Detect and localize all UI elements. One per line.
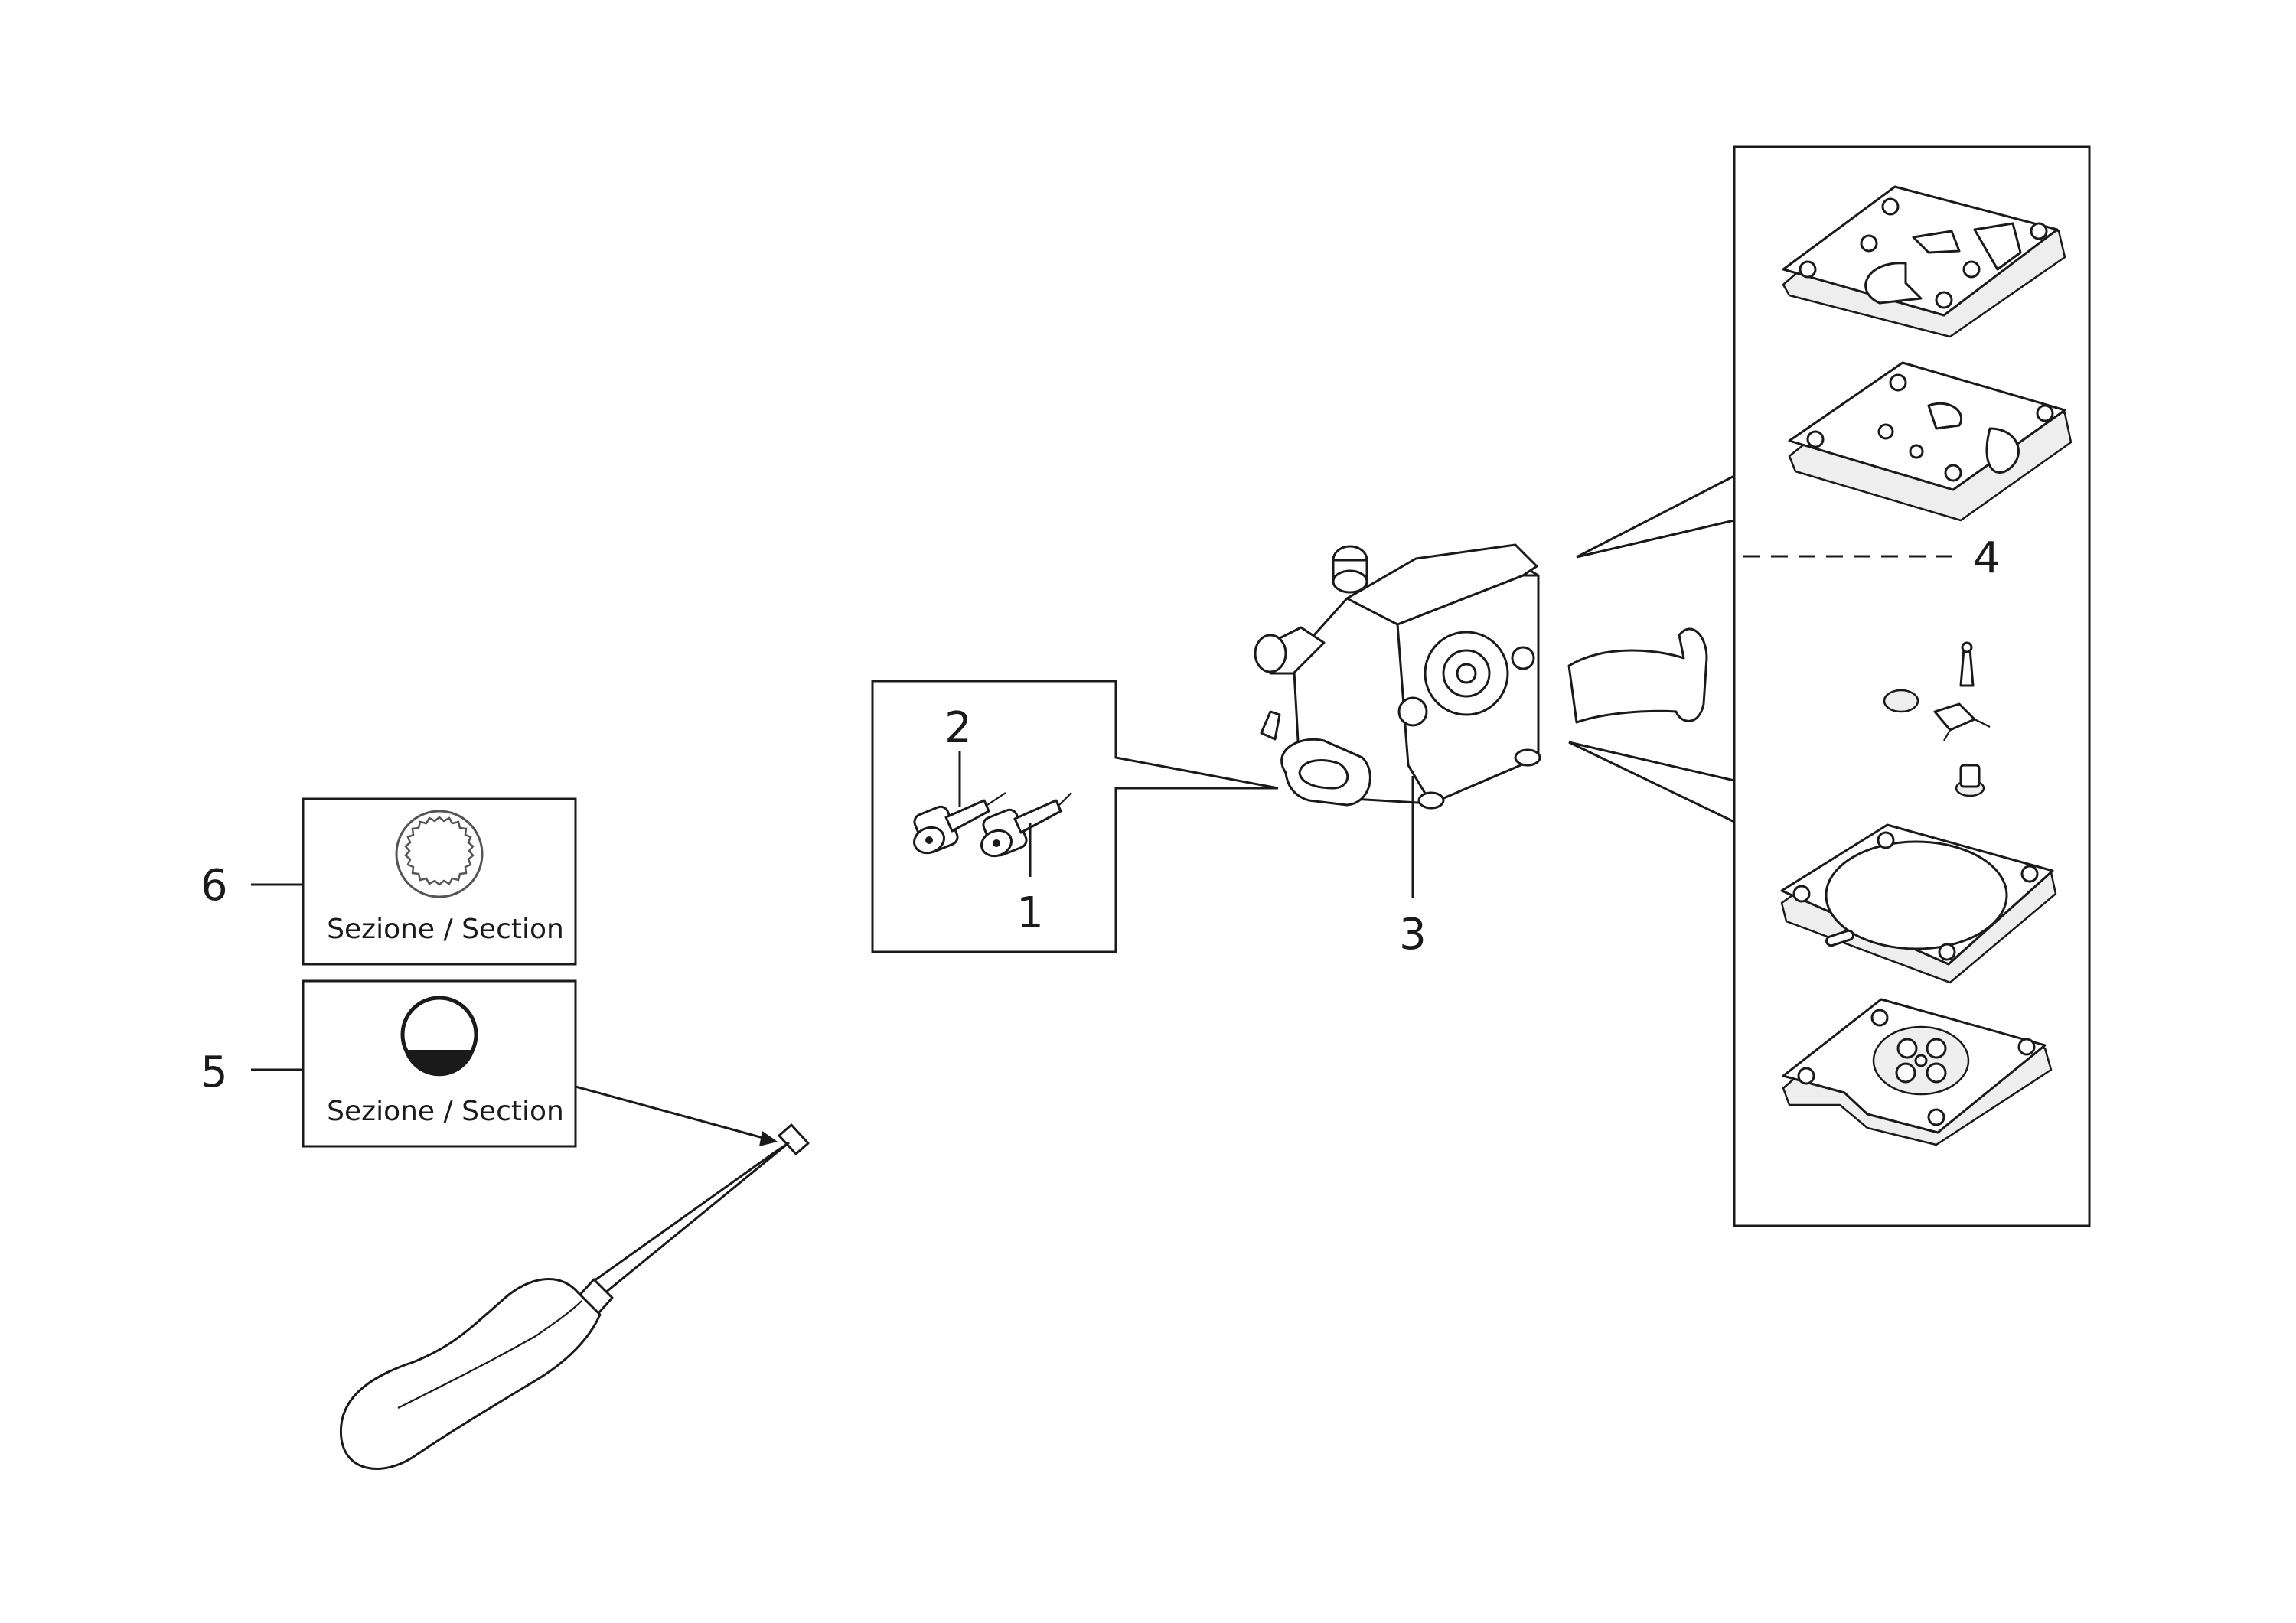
- kit-leader-upper: [1576, 474, 1735, 559]
- gasket-1: [1782, 185, 2066, 338]
- box5-label: Sezione / Section: [327, 1096, 564, 1127]
- callout-6: 6: [201, 861, 228, 911]
- ring-gear-section-icon: [395, 810, 484, 898]
- gasket-2: [1788, 361, 2073, 522]
- gasket-3: [1780, 823, 2057, 984]
- needle-valve-parts: [1883, 641, 1991, 797]
- adjusting-screws-group: [871, 680, 1279, 953]
- leader-5-arrow: [575, 1085, 772, 1142]
- callout-2: 2: [944, 703, 972, 753]
- diaphragm: [1782, 998, 2053, 1146]
- callout-5: 5: [201, 1048, 228, 1097]
- screwdriver-tool: [339, 1123, 810, 1470]
- callout-3: 3: [1399, 910, 1427, 960]
- legend-box-6: [251, 797, 577, 966]
- adjusting-screw-2: [913, 792, 1006, 855]
- legend-box-5: [251, 979, 778, 1148]
- callout-1: 1: [1016, 888, 1044, 938]
- kit-box: [1733, 145, 2091, 1227]
- filled-circle-section-icon: [400, 996, 478, 1077]
- gasket-kit-group: [1568, 145, 2091, 1227]
- callout-4: 4: [1973, 533, 2001, 583]
- box6-label: Sezione / Section: [327, 914, 564, 945]
- carburetor: [1254, 543, 1708, 898]
- screws-box: [871, 680, 1279, 953]
- adjusting-screw-1: [980, 792, 1072, 858]
- kit-leader-lower: [1568, 741, 1735, 823]
